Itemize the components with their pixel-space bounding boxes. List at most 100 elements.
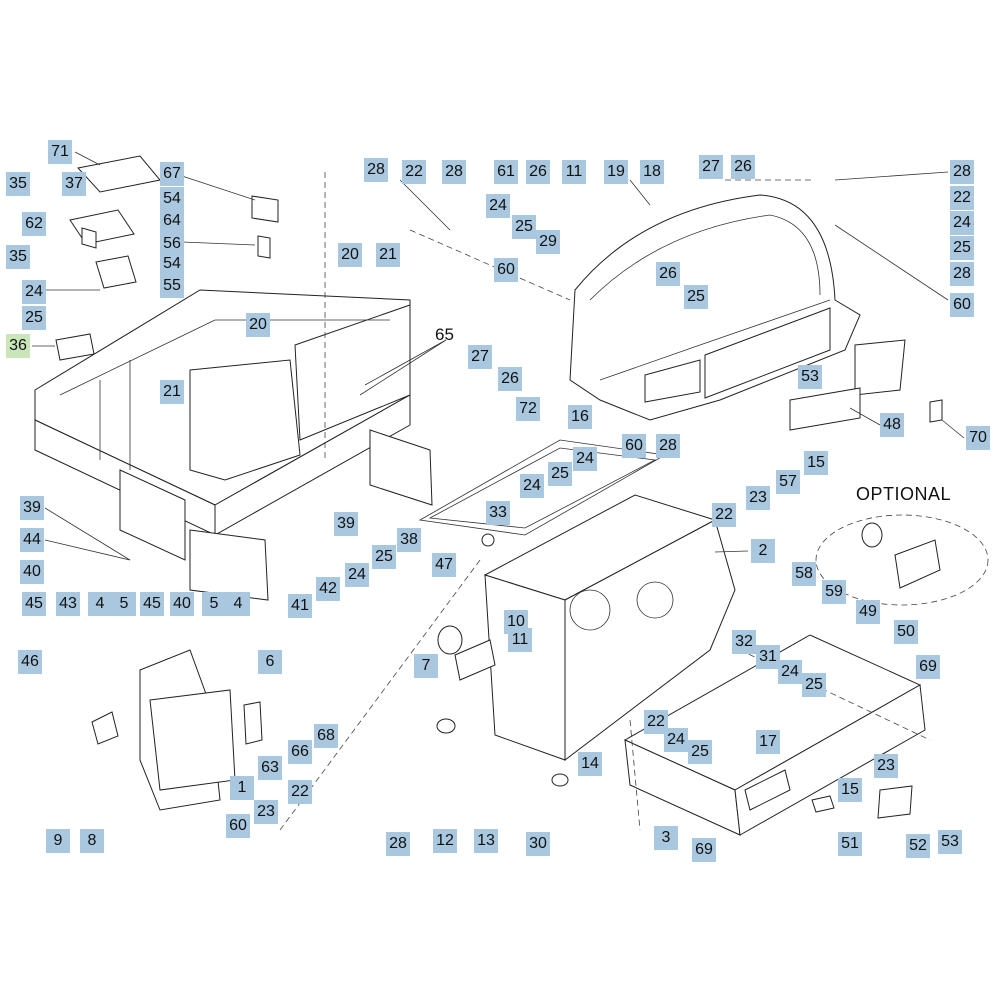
callout-43: 43 xyxy=(56,592,80,616)
callout-27: 27 xyxy=(699,155,723,179)
callout-24: 24 xyxy=(345,563,369,587)
callout-35: 35 xyxy=(6,172,30,196)
callout-28: 28 xyxy=(950,160,974,184)
callout-42: 42 xyxy=(316,577,340,601)
group-label-65: 65 xyxy=(435,325,454,344)
callout-55: 55 xyxy=(160,274,184,298)
callout-25: 25 xyxy=(548,462,572,486)
callout-50: 50 xyxy=(894,620,918,644)
callout-24: 24 xyxy=(664,728,688,752)
callout-39: 39 xyxy=(20,496,44,520)
left-bracket-parts xyxy=(55,155,279,361)
callout-36: 36 xyxy=(6,334,30,358)
callout-13: 13 xyxy=(474,829,498,853)
callout-22: 22 xyxy=(288,780,312,804)
callout-53: 53 xyxy=(798,365,822,389)
callout-26: 26 xyxy=(656,262,680,286)
callout-25: 25 xyxy=(688,740,712,764)
callout-22: 22 xyxy=(712,503,736,527)
callout-1: 1 xyxy=(230,776,254,800)
callout-54: 54 xyxy=(160,252,184,276)
callout-27: 27 xyxy=(468,345,492,369)
callout-6: 6 xyxy=(258,650,282,674)
optional-lamp xyxy=(815,514,989,606)
callout-24: 24 xyxy=(22,280,46,304)
callout-40: 40 xyxy=(20,560,44,584)
callout-39: 39 xyxy=(334,512,358,536)
callout-47: 47 xyxy=(432,553,456,577)
callout-28: 28 xyxy=(950,262,974,286)
callout-38: 38 xyxy=(397,528,421,552)
callout-7: 7 xyxy=(414,654,438,678)
callout-2: 2 xyxy=(751,539,775,563)
callout-48: 48 xyxy=(880,413,904,437)
callout-59: 59 xyxy=(822,580,846,604)
callout-20: 20 xyxy=(338,243,362,267)
callout-62: 62 xyxy=(22,212,46,236)
callout-70: 70 xyxy=(966,426,990,450)
callout-4: 4 xyxy=(226,592,250,616)
callout-25: 25 xyxy=(684,285,708,309)
callout-4: 4 xyxy=(88,592,112,616)
callout-18: 18 xyxy=(640,160,664,184)
callout-60: 60 xyxy=(226,814,250,838)
callout-5: 5 xyxy=(202,592,226,616)
callout-22: 22 xyxy=(402,160,426,184)
callout-67: 67 xyxy=(160,162,184,186)
callout-60: 60 xyxy=(950,293,974,317)
callout-3: 3 xyxy=(654,826,678,850)
callout-54: 54 xyxy=(160,187,184,211)
callout-53: 53 xyxy=(938,830,962,854)
callout-64: 64 xyxy=(160,209,184,233)
callout-15: 15 xyxy=(804,451,828,475)
callout-37: 37 xyxy=(62,172,86,196)
callout-69: 69 xyxy=(916,655,940,679)
callout-25: 25 xyxy=(950,236,974,260)
callout-60: 60 xyxy=(494,258,518,282)
callout-16: 16 xyxy=(568,405,592,429)
callout-40: 40 xyxy=(170,592,194,616)
callout-57: 57 xyxy=(776,470,800,494)
callout-15: 15 xyxy=(838,778,862,802)
callout-24: 24 xyxy=(573,447,597,471)
callout-63: 63 xyxy=(258,756,282,780)
callout-17: 17 xyxy=(756,730,780,754)
callout-25: 25 xyxy=(22,306,46,330)
callout-24: 24 xyxy=(950,211,974,235)
callout-22: 22 xyxy=(950,186,974,210)
callout-28: 28 xyxy=(364,158,388,182)
callout-28: 28 xyxy=(442,160,466,184)
callout-24: 24 xyxy=(778,660,802,684)
callout-46: 46 xyxy=(18,650,42,674)
callout-69: 69 xyxy=(692,838,716,862)
callout-23: 23 xyxy=(874,754,898,778)
callout-45: 45 xyxy=(140,592,164,616)
callout-66: 66 xyxy=(288,740,312,764)
callout-72: 72 xyxy=(516,397,540,421)
callout-51: 51 xyxy=(838,832,862,856)
bonnet xyxy=(569,194,943,431)
callout-58: 58 xyxy=(792,562,816,586)
callout-5: 5 xyxy=(112,592,136,616)
leader-lines xyxy=(32,151,965,561)
callout-32: 32 xyxy=(732,630,756,654)
callout-23: 23 xyxy=(746,486,770,510)
callout-30: 30 xyxy=(526,832,550,856)
callout-71: 71 xyxy=(48,140,72,164)
callout-26: 26 xyxy=(731,155,755,179)
callout-49: 49 xyxy=(856,600,880,624)
callout-21: 21 xyxy=(160,380,184,404)
callout-44: 44 xyxy=(20,528,44,552)
callout-33: 33 xyxy=(486,501,510,525)
callout-35: 35 xyxy=(6,245,30,269)
callout-28: 28 xyxy=(386,832,410,856)
callout-52: 52 xyxy=(906,834,930,858)
callout-68: 68 xyxy=(314,724,338,748)
callout-21: 21 xyxy=(376,243,400,267)
callout-25: 25 xyxy=(512,215,536,239)
callout-26: 26 xyxy=(498,367,522,391)
callout-8: 8 xyxy=(80,829,104,853)
callout-19: 19 xyxy=(604,160,628,184)
callout-45: 45 xyxy=(22,592,46,616)
